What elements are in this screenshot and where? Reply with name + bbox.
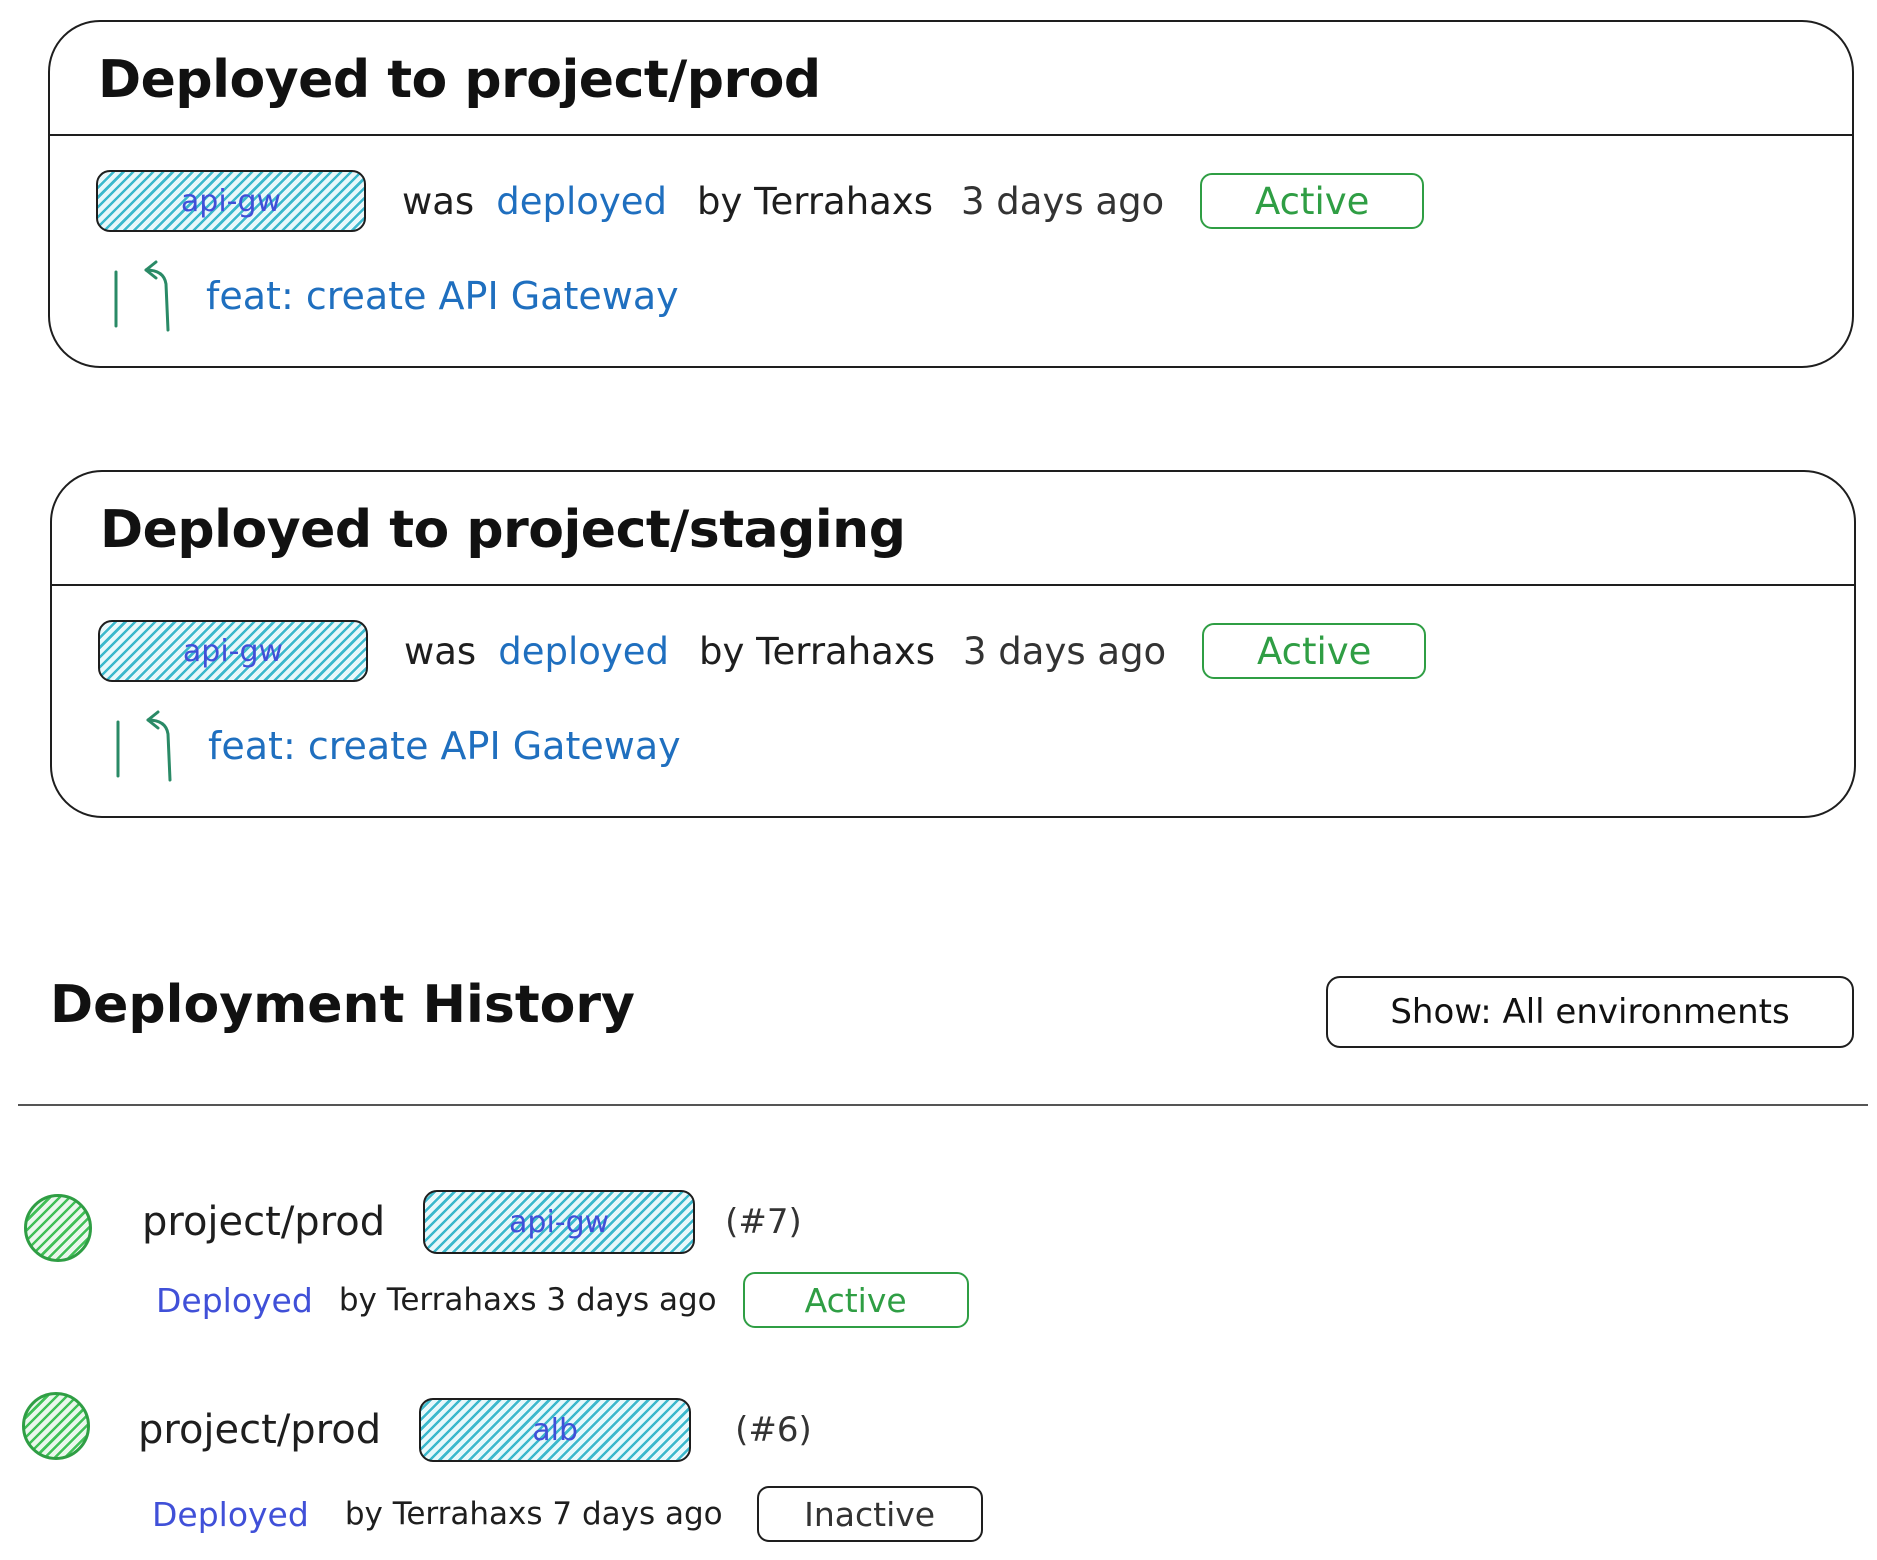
deployed-link[interactable]: Deployed bbox=[152, 1494, 309, 1534]
card-divider bbox=[52, 584, 1854, 586]
deployment-number: (#6) bbox=[735, 1410, 812, 1450]
history-env[interactable]: project/prod bbox=[142, 1199, 386, 1245]
deployed-link[interactable]: deployed bbox=[496, 179, 668, 223]
commit-arrow-icon bbox=[114, 260, 170, 332]
history-title: Deployment History bbox=[50, 975, 635, 1035]
commit-row: feat: create API Gateway bbox=[106, 260, 679, 332]
history-env[interactable]: project/prod bbox=[138, 1407, 382, 1453]
commit-row: feat: create API Gateway bbox=[108, 710, 681, 782]
status-badge: Active bbox=[1200, 173, 1425, 229]
deployed-by: by Terrahaxs bbox=[697, 179, 933, 223]
history-item-meta: Deployed by Terrahaxs 3 days ago Active bbox=[156, 1272, 969, 1328]
tag-api-gw[interactable]: api-gw bbox=[96, 170, 366, 232]
deployed-meta: by Terrahaxs 3 days ago bbox=[338, 1282, 717, 1318]
environment-filter-button[interactable]: Show: All environments bbox=[1326, 976, 1854, 1048]
was-text: was bbox=[402, 179, 475, 223]
history-item-header: project/prod alb (#6) bbox=[138, 1398, 812, 1462]
status-badge: Active bbox=[742, 1272, 969, 1328]
commit-message-link[interactable]: feat: create API Gateway bbox=[206, 274, 679, 318]
deployed-meta: by Terrahaxs 7 days ago bbox=[344, 1496, 723, 1532]
history-item-header: project/prod api-gw (#7) bbox=[142, 1190, 802, 1254]
deployed-by: by Terrahaxs bbox=[699, 629, 935, 673]
tag-api-gw[interactable]: api-gw bbox=[423, 1190, 696, 1254]
deployed-time: 3 days ago bbox=[961, 179, 1165, 223]
deployment-card-prod: Deployed to project/prod api-gw was depl… bbox=[48, 20, 1854, 368]
was-text: was bbox=[404, 629, 477, 673]
deployed-link[interactable]: Deployed bbox=[156, 1280, 313, 1320]
deployed-link[interactable]: deployed bbox=[498, 629, 670, 673]
card-title: Deployed to project/prod bbox=[98, 50, 821, 110]
deployment-number: (#7) bbox=[725, 1202, 802, 1242]
status-badge: Active bbox=[1202, 623, 1427, 679]
history-item-meta: Deployed by Terrahaxs 7 days ago Inactiv… bbox=[152, 1486, 983, 1542]
deployment-summary-row: api-gw was deployed by Terrahaxs 3 days … bbox=[96, 170, 1425, 232]
history-divider bbox=[18, 1104, 1868, 1106]
status-badge: Inactive bbox=[756, 1486, 983, 1542]
card-title: Deployed to project/staging bbox=[100, 500, 906, 560]
commit-arrow-icon bbox=[116, 710, 172, 782]
status-dot-icon bbox=[22, 1392, 90, 1460]
commit-message-link[interactable]: feat: create API Gateway bbox=[208, 724, 681, 768]
deployment-summary-row: api-gw was deployed by Terrahaxs 3 days … bbox=[98, 620, 1427, 682]
deployed-time: 3 days ago bbox=[963, 629, 1167, 673]
tag-alb[interactable]: alb bbox=[419, 1398, 692, 1462]
card-divider bbox=[50, 134, 1852, 136]
status-dot-icon bbox=[24, 1194, 92, 1262]
tag-api-gw[interactable]: api-gw bbox=[98, 620, 368, 682]
deployment-card-staging: Deployed to project/staging api-gw was d… bbox=[50, 470, 1856, 818]
